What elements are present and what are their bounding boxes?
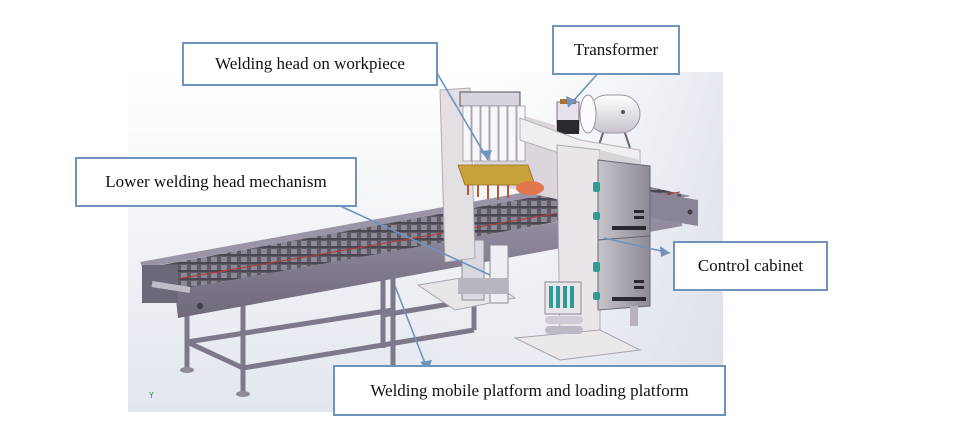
callout-label: Transformer: [573, 40, 659, 59]
callout-label: Lower welding head mechanism: [105, 172, 327, 191]
callout-label: Welding mobile platform and loading plat…: [370, 380, 689, 400]
leader-platform: [394, 285, 429, 372]
control-cabinets: [593, 159, 651, 311]
lower-welding-mechanism: [416, 239, 517, 311]
leader-lower-mechanism: [322, 197, 491, 276]
upper-welding-heads: [457, 91, 544, 200]
leader-welding-head: [436, 72, 489, 161]
callout-lower-mechanism: Lower welding head mechanism: [75, 157, 357, 207]
callout-transformer: Transformer: [552, 25, 680, 75]
callout-control-cabinet: Control cabinet: [673, 241, 828, 291]
leader-control-cabinet: [603, 237, 671, 254]
callout-label: Welding head on workpiece: [215, 54, 405, 73]
callout-platform: Welding mobile platform and loading plat…: [333, 365, 726, 416]
transformer: [556, 94, 641, 149]
axis-indicator: Y: [149, 391, 154, 400]
callout-welding-head: Welding head on workpiece: [182, 42, 438, 86]
conveyor-side-beam: [175, 200, 682, 318]
conveyor-rollers: [145, 180, 690, 292]
connector-block: [544, 281, 583, 334]
callout-label: Control cabinet: [697, 256, 804, 275]
